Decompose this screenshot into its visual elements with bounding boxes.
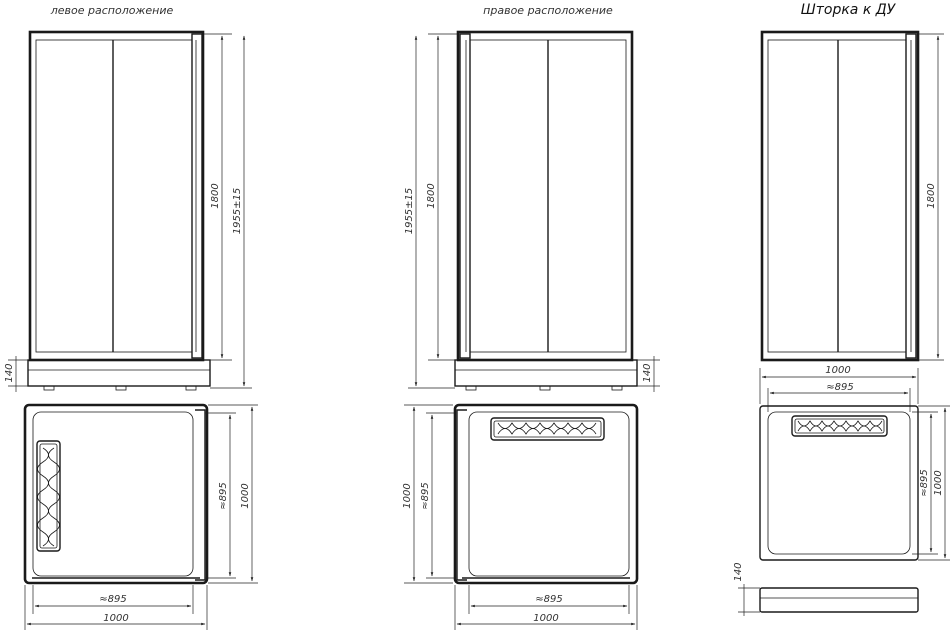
curtain-plan-inner-depth-label: ≈895 [919,469,930,496]
left-elevation-dimensions [8,33,252,392]
curtain-elevation-dimensions [918,33,944,361]
left-plan-view [23,403,209,585]
curtain-plan-dimensions [912,405,950,561]
left-caption: левое расположение [50,4,174,17]
curtain-outer-width-label: 1000 [825,365,850,376]
curtain-tray-label: 140 [733,562,744,581]
right-plan-dimensions [404,404,638,630]
curtain-width-dimensions [759,368,919,412]
left-overall-label: 1955±15 [232,188,243,235]
left-height-label: 1800 [210,183,221,208]
right-tray-label: 140 [642,363,653,382]
curtain-plan-view [759,405,919,561]
right-plan-inner-width-label: ≈895 [535,594,562,605]
left-plan-outer-depth-label: 1000 [240,483,251,508]
curtain-tray-side-view [738,584,919,616]
right-caption: правое расположение [483,4,613,17]
curtain-plan-outer-depth-label: 1000 [933,470,944,495]
right-plan-outer-width-label: 1000 [533,613,558,624]
right-plan-view [453,403,639,585]
left-plan-inner-width-label: ≈895 [99,594,126,605]
left-plan-outer-width-label: 1000 [103,613,128,624]
right-front-elevation [454,30,638,391]
left-tray-label: 140 [4,363,15,382]
left-plan-dimensions [24,404,258,630]
right-overall-label: 1955±15 [404,188,415,235]
right-height-label: 1800 [426,183,437,208]
left-plan-inner-depth-label: ≈895 [218,482,229,509]
right-plan-outer-depth-label: 1000 [402,483,413,508]
curtain-front-elevation [760,30,920,362]
right-plan-inner-depth-label: ≈895 [420,482,431,509]
curtain-title: Шторка к ДУ [801,2,897,18]
right-elevation-dimensions [408,33,660,392]
left-front-elevation [27,30,211,391]
curtain-inner-width-label: ≈895 [826,382,853,393]
curtain-height-label: 1800 [926,183,937,208]
